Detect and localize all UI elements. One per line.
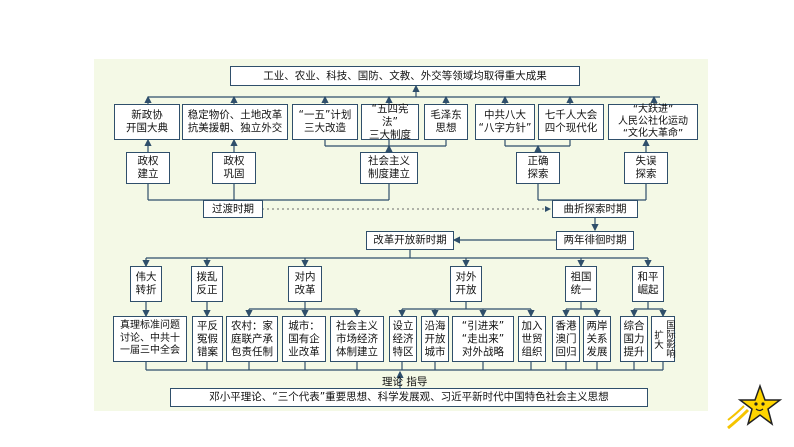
row1-box-mao-thought: 毛泽东 思想 bbox=[424, 104, 468, 140]
row1-box-consolidation-measures: 稳定物价、土地改革 抗美援朝、独立外交 bbox=[182, 104, 288, 140]
row3-box-great-turn: 伟大 转折 bbox=[130, 266, 162, 302]
star-decoration-icon bbox=[727, 383, 783, 430]
reform-period-box: 改革开放新时期 bbox=[366, 231, 454, 250]
row3-box-peaceful-rise: 和平 崛起 bbox=[632, 266, 664, 302]
row4-box-market-economy: 社会主义 市场经济 体制建立 bbox=[330, 316, 384, 362]
row4-box-national-power: 综合 国力 提升 bbox=[620, 316, 648, 362]
row4-box-rehabilitation: 平反 冤假 错案 bbox=[192, 316, 223, 362]
row4-box-bring-in-go-out: “引进来” “走出来” 对外战略 bbox=[452, 316, 514, 362]
row4-box-wto: 加入 世贸 组织 bbox=[518, 316, 546, 362]
row4-box-cross-strait: 两岸 关系 发展 bbox=[583, 316, 611, 362]
row2-box-correct-exploration: 正确 探索 bbox=[516, 152, 560, 184]
hesitation-period-box: 两年徘徊时期 bbox=[556, 231, 634, 250]
row4-box-special-zones: 设立 经济 特区 bbox=[389, 316, 417, 362]
theory-guide-label: 理论 指导 bbox=[382, 376, 428, 388]
row4-box-influence: 国际影响扩大 bbox=[651, 316, 675, 362]
row4-box-rural-reform: 农村：家 庭联产承 包责任制 bbox=[226, 316, 278, 362]
row1-box-seven-thousand: 七千人大会 四个现代化 bbox=[538, 104, 604, 140]
row3-box-set-right: 拨乱 反正 bbox=[191, 266, 223, 302]
row1-box-founding: 新政协 开国大典 bbox=[114, 104, 180, 140]
row4-box-truth-debate: 真理标准问题 讨论、中共十 一届三中全会 bbox=[113, 316, 187, 362]
row1-box-constitution: “五四宪法” 三大制度 bbox=[361, 103, 419, 141]
row4-box-urban-reform: 城市： 国有企 业改革 bbox=[282, 316, 326, 362]
row1-box-eighth-congress: 中共八大 “八字方针” bbox=[475, 104, 535, 140]
row3-box-reunification: 祖国 统一 bbox=[565, 266, 597, 302]
row2-box-socialist-system: 社会主义 制度建立 bbox=[360, 152, 418, 184]
row3-box-domestic-reform: 对内 改革 bbox=[288, 266, 322, 302]
row2-box-mistaken-exploration: 失误 探索 bbox=[624, 152, 668, 184]
row1-box-five-year-plan: “一五”计划 三大改造 bbox=[292, 104, 358, 140]
row1-box-great-leap: “大跃进” 人民公社化运动 “文化大革命” bbox=[608, 104, 698, 140]
row3-box-opening-up: 对外 开放 bbox=[450, 266, 482, 302]
theory-bottom-box: 邓小平理论、“三个代表”重要思想、科学发展观、习近平新时代中国特色社会主义思想 bbox=[170, 388, 648, 407]
tortuous-period-box: 曲折探索时期 bbox=[552, 200, 638, 218]
row2-box-regime-consolidate: 政权 巩固 bbox=[212, 152, 256, 184]
row2-box-regime-establish: 政权 建立 bbox=[126, 152, 170, 184]
row4-box-hk-macao: 香港 澳门 回归 bbox=[552, 316, 580, 362]
row4-box-coastal-cities: 沿海 开放 城市 bbox=[421, 316, 449, 362]
top-achievements-box: 工业、农业、科技、国防、文教、外交等领域均取得重大成果 bbox=[230, 66, 580, 86]
transition-period-box: 过渡时期 bbox=[203, 200, 263, 218]
